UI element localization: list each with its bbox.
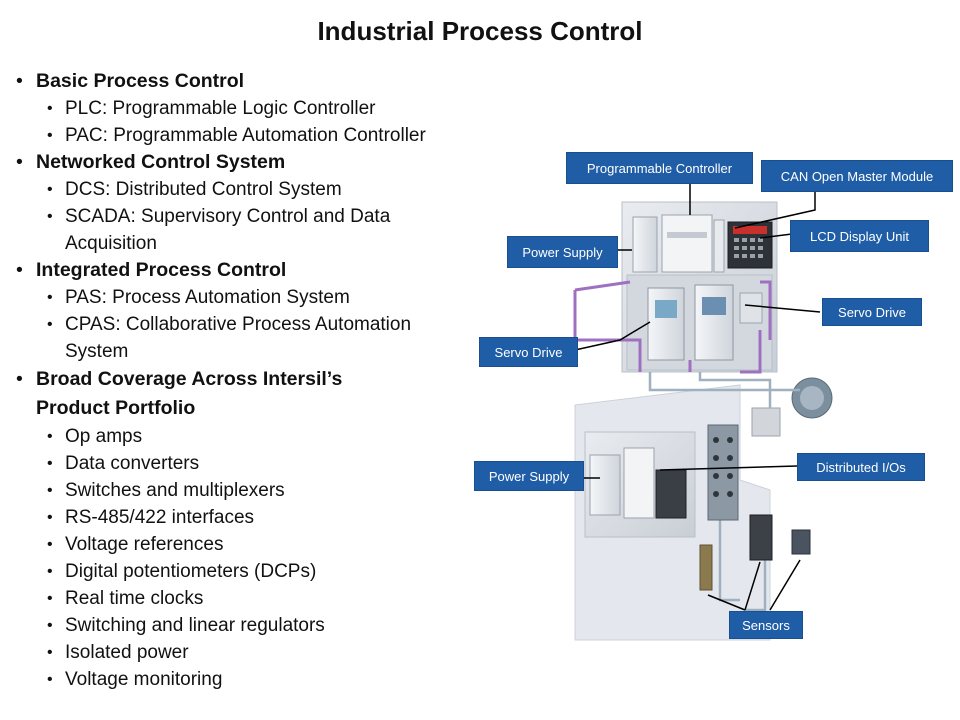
sub-bullet-dcps: •Digital potentiometers (DCPs): [47, 561, 317, 582]
label-distributed-ios: Distributed I/Os: [797, 453, 925, 481]
sub-bullet-isolated-power: •Isolated power: [47, 642, 189, 663]
io-module-bottom: [655, 469, 687, 519]
motor-large-face: [800, 386, 824, 410]
proximity-sensor: [699, 544, 713, 591]
sub-bullet-plc: •PLC: Programmable Logic Controller: [47, 98, 376, 119]
grey-cabling: [648, 372, 800, 612]
power-supply-module-top: [632, 216, 658, 273]
slide-title: Industrial Process Control: [317, 16, 643, 46]
sub-bullet-switches: •Switches and multiplexers: [47, 480, 285, 501]
bullet-networked-control: •Networked Control System: [16, 151, 286, 173]
sub-bullet-op-amps: •Op amps: [47, 426, 143, 447]
servo-drive-right-display: [702, 297, 726, 315]
sub-bullet-pas: •PAS: Process Automation System: [47, 287, 350, 308]
controller-terminal-strip: [667, 232, 707, 238]
bullet-basic-process-control: •Basic Process Control: [16, 70, 245, 92]
servo-drive-left-unit: [647, 287, 685, 361]
lcd-keypad: [734, 238, 763, 258]
encoder-module: [739, 292, 763, 324]
label-servo-drive-left: Servo Drive: [479, 337, 578, 367]
sub-bullet-voltage-monitoring: •Voltage monitoring: [47, 669, 223, 690]
label-can-open-master-module: CAN Open Master Module: [761, 160, 953, 192]
distributed-io-ports: [713, 437, 733, 497]
control-system-diagram: Programmable Controller CAN Open Master …: [470, 150, 960, 650]
sub-bullet-data-converters: •Data converters: [47, 453, 200, 474]
sub-bullet-voltage-references: •Voltage references: [47, 534, 224, 555]
sub-bullet-cpas: •CPAS: Collaborative Process Automation …: [47, 314, 412, 362]
purple-cabling: [573, 280, 772, 374]
servo-motor-small: [751, 407, 781, 437]
label-power-supply-bottom: Power Supply: [474, 461, 584, 491]
bullet-list: •Basic Process Control •PLC: Programmabl…: [14, 68, 484, 693]
cabinet-illustration: [573, 180, 833, 641]
photo-sensor: [749, 514, 773, 561]
distributed-io-block: [707, 424, 739, 521]
controller-module-bottom: [623, 447, 655, 519]
lcd-screen: [733, 226, 767, 234]
servo-drive-left-display: [655, 300, 677, 318]
bullet-integrated-process-control: •Integrated Process Control: [16, 259, 287, 281]
bullet-broad-coverage: •Broad Coverage Across Intersil’s Produc…: [16, 368, 343, 419]
servo-drive-right-unit: [694, 284, 734, 361]
label-programmable-controller: Programmable Controller: [566, 152, 753, 184]
label-sensors: Sensors: [729, 611, 803, 639]
sub-bullet-regulators: •Switching and linear regulators: [47, 615, 325, 636]
programmable-controller-module: [661, 214, 713, 273]
sub-bullet-pac: •PAC: Programmable Automation Controller: [47, 125, 426, 146]
can-open-module: [713, 219, 725, 273]
sub-bullet-rtc: •Real time clocks: [47, 588, 204, 609]
sub-bullet-scada: •SCADA: Supervisory Control and Data Acq…: [47, 206, 391, 254]
label-lcd-display-unit: LCD Display Unit: [790, 220, 929, 252]
sub-bullet-rs485: •RS-485/422 interfaces: [47, 507, 255, 528]
label-power-supply-top: Power Supply: [507, 236, 618, 268]
label-servo-drive-right: Servo Drive: [822, 298, 922, 326]
sub-bullet-dcs: •DCS: Distributed Control System: [47, 179, 342, 200]
pointer-lines: [574, 180, 821, 611]
power-supply-module-bottom: [589, 454, 621, 516]
small-sensor: [791, 529, 811, 555]
